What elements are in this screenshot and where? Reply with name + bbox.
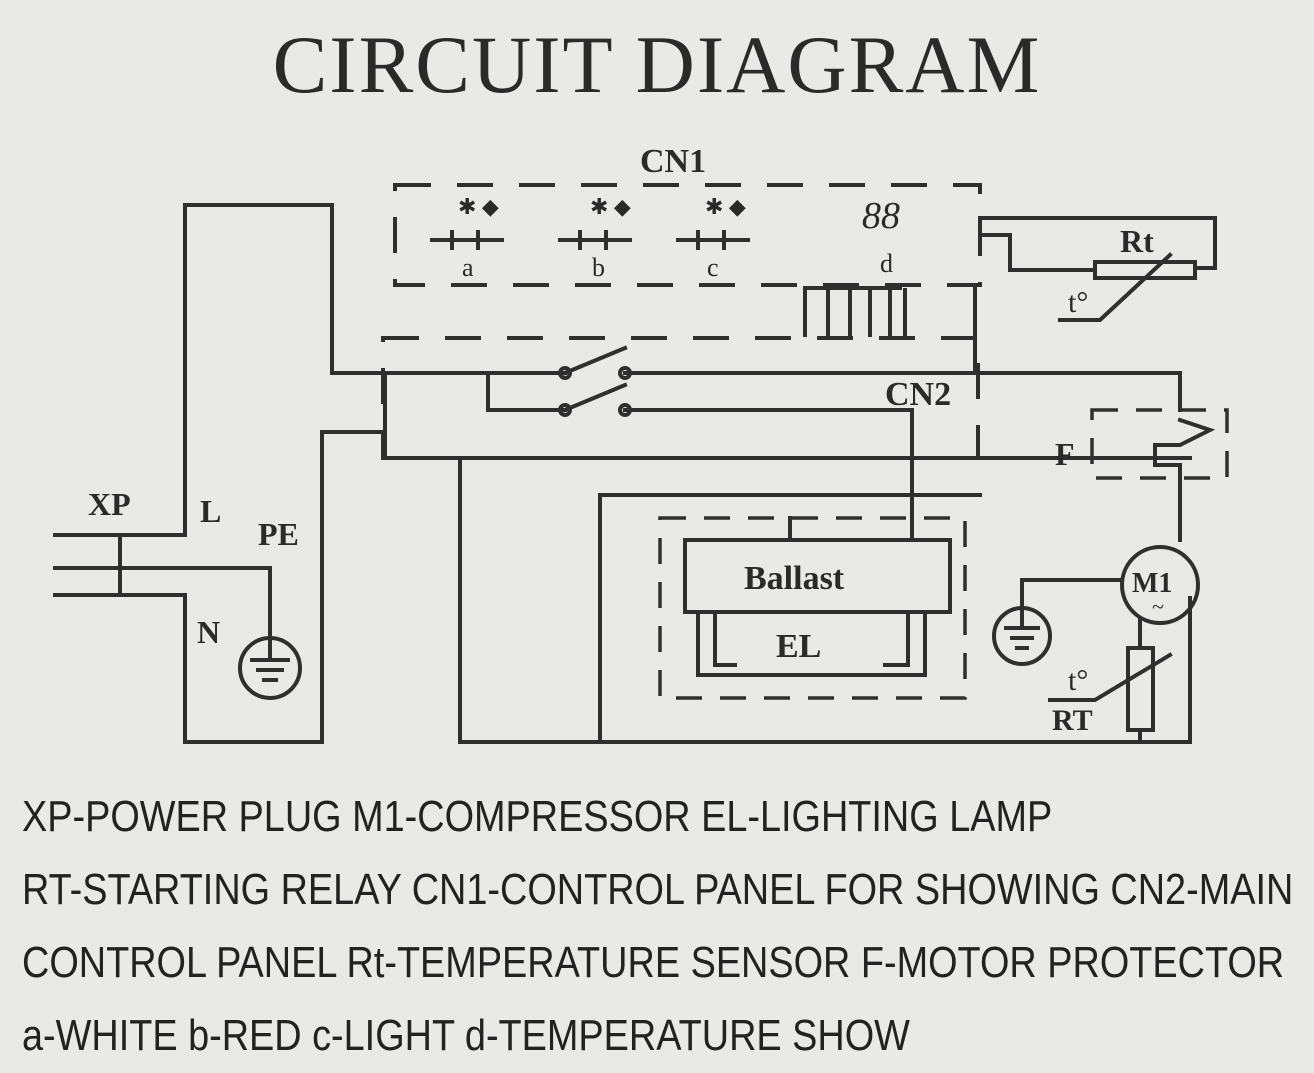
switch-2 — [562, 382, 628, 413]
button-b-label: b — [592, 253, 605, 282]
ground-symbol-pe — [238, 636, 302, 700]
relay-deg-label: t° — [1068, 664, 1088, 697]
relay-wire — [1138, 618, 1192, 744]
cn-link — [383, 283, 977, 460]
m1-tilde: ~ — [1152, 594, 1164, 619]
display-d-label: d — [880, 249, 893, 278]
cn2-label: CN2 — [885, 376, 951, 413]
power-plug-xp: XP L PE N — [53, 486, 299, 650]
legend-line-1: XP-POWER PLUG M1-COMPRESSOR EL-LIGHTING … — [22, 792, 1053, 841]
ground-symbol-compressor — [992, 606, 1052, 666]
relay-rt-slash — [1048, 652, 1173, 702]
lighting-lamp-el: EL — [696, 610, 927, 677]
rt-deg-label: t° — [1068, 286, 1088, 319]
pe-label: PE — [258, 516, 299, 552]
motor-protector-switch — [1153, 417, 1216, 542]
button-c: ✱ ◆ c — [676, 194, 750, 282]
button-b: ✱ ◆ b — [558, 194, 632, 282]
ballast-box — [683, 538, 952, 614]
svg-text:✱ ◆: ✱ ◆ — [705, 194, 746, 219]
temperature-display-d: 88 d — [862, 195, 900, 278]
l-label: L — [200, 493, 221, 529]
relay-rt-symbol — [1126, 646, 1155, 732]
motor-protector-box — [1090, 408, 1229, 480]
compressor-ground-wire — [1020, 578, 1124, 610]
svg-text:✱ ◆: ✱ ◆ — [590, 194, 631, 219]
rt-sensor-slash — [1058, 252, 1173, 322]
neutral-wire — [183, 430, 1192, 744]
display-digits: 88 — [862, 195, 900, 237]
f-label: F — [1055, 436, 1075, 472]
ballast-label: Ballast — [744, 560, 845, 597]
legend-line-4: a-WHITE b-RED c-LIGHT d-TEMPERATURE SHOW — [22, 1011, 910, 1060]
diagram-title: CIRCUIT DIAGRAM — [272, 19, 1042, 110]
m1-label: M1 — [1132, 568, 1172, 599]
switch-2-wire — [486, 371, 914, 522]
relay-rt-label: RT — [1052, 704, 1093, 737]
switch-1 — [562, 345, 628, 376]
circuit-diagram: CN1 ✱ ◆ a ✱ ◆ b ✱ ◆ c 88 d Rt t° CN2 — [53, 143, 1229, 744]
xp-label: XP — [88, 486, 131, 522]
button-c-label: c — [707, 253, 719, 282]
connector-comb — [803, 286, 907, 337]
legend-line-3: CONTROL PANEL Rt-TEMPERATURE SENSOR F-MO… — [22, 938, 1285, 987]
live-wire — [183, 203, 1182, 537]
legend-line-2: RT-STARTING RELAY CN1-CONTROL PANEL FOR … — [22, 865, 1294, 914]
button-a-label: a — [462, 253, 474, 282]
cn1-label: CN1 — [640, 143, 706, 180]
ballast-feed — [788, 516, 914, 542]
rt-sensor-label: Rt — [1120, 223, 1154, 259]
rt-sensor-wire — [978, 216, 1217, 272]
button-a: ✱ ◆ a — [430, 194, 504, 282]
el-label: EL — [776, 628, 821, 665]
lamp-dashed-box — [658, 516, 967, 700]
n-label: N — [197, 614, 220, 650]
svg-text:✱ ◆: ✱ ◆ — [458, 194, 499, 219]
legend: XP-POWER PLUG M1-COMPRESSOR EL-LIGHTING … — [22, 780, 1294, 1072]
compressor-m1: M1 ~ — [1120, 545, 1200, 625]
